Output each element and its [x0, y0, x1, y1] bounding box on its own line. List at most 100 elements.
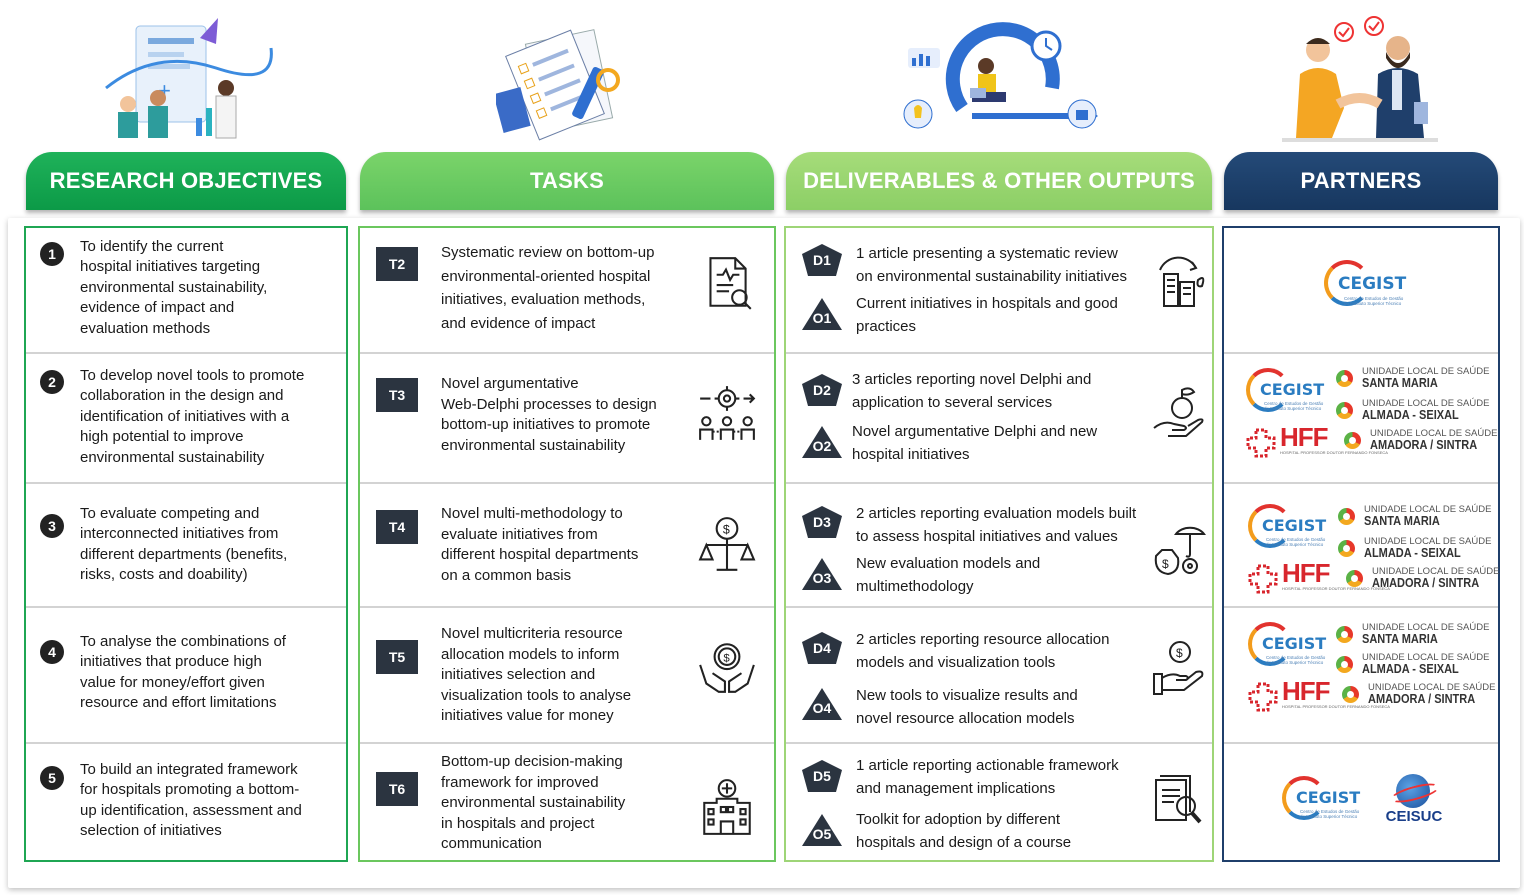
- report-magnifier-icon: [1155, 775, 1202, 824]
- tasks-header: TASKS: [360, 152, 774, 210]
- tasks-illustration: [493, 8, 632, 146]
- money-scale-icon: $: [698, 517, 756, 571]
- svg-text:$: $: [1162, 557, 1169, 571]
- deliverable-row-2: D2 3 articles reporting novel Delphi and…: [786, 352, 1212, 482]
- gear-people-icon: [699, 386, 756, 440]
- deliverable-text: 2 articles reporting resource allocation…: [856, 631, 1110, 671]
- hospital-icon: [703, 779, 751, 835]
- objective-number: 2: [40, 370, 64, 394]
- partners-illustration: [1282, 8, 1438, 146]
- deliverable-badge: D2: [800, 372, 844, 408]
- deliverables-header: DELIVERABLES & OTHER OUTPUTS: [786, 152, 1212, 210]
- deliverables-illustration: [902, 8, 1102, 146]
- svg-text:$: $: [723, 652, 730, 664]
- content-card: [8, 218, 1520, 888]
- deliverable-row-3: D3 2 articles reporting evaluation model…: [786, 482, 1212, 606]
- objective-number: 4: [40, 640, 64, 664]
- deliverable-text: 1 article presenting a systematic review…: [856, 245, 1127, 285]
- deliverable-text: 2 articles reporting evaluation models b…: [856, 505, 1137, 545]
- svg-text:$: $: [723, 523, 730, 537]
- hff-logo: HFF HOSPITAL PROFESSOR DOUTOR FERNANDO F…: [1246, 422, 1388, 460]
- coin-hand-icon: $: [1153, 641, 1204, 695]
- deliverable-badge: D5: [800, 758, 844, 794]
- task-code: T6: [376, 772, 418, 806]
- partners-header: PARTNERS: [1224, 152, 1498, 210]
- output-badge: O3: [800, 556, 844, 592]
- output-text: Current initiatives in hospitals and goo…: [856, 295, 1118, 335]
- deliverable-badge: D3: [800, 504, 844, 540]
- svg-text:$: $: [1176, 646, 1183, 660]
- research-illustration: +: [96, 8, 276, 146]
- deliverable-row-1: D1 1 article presenting a systematic rev…: [786, 228, 1212, 352]
- ceisuc-logo: CEISUC: [1384, 774, 1444, 834]
- green-building-icon: [1159, 256, 1205, 307]
- task-code: T3: [376, 378, 418, 412]
- plant-hand-icon: [1153, 387, 1204, 437]
- output-badge: O4: [800, 686, 844, 722]
- task-code: T5: [376, 640, 418, 674]
- document-search-icon: [709, 257, 752, 310]
- hff-logo: HFF HOSPITAL PROFESSOR DOUTOR FERNANDO F…: [1248, 558, 1390, 596]
- output-badge: O2: [800, 424, 844, 460]
- objective-number: 5: [40, 766, 64, 790]
- deliverable-badge: D1: [800, 242, 844, 278]
- output-badge: O1: [800, 296, 844, 332]
- deliverable-row-4: D4 2 articles reporting resource allocat…: [786, 606, 1212, 742]
- objective-number: 3: [40, 514, 64, 538]
- deliverables-column: D1 1 article presenting a systematic rev…: [784, 226, 1214, 862]
- deliverable-text: 1 article reporting actionable framework…: [856, 757, 1119, 797]
- hff-logo: HFF HOSPITAL PROFESSOR DOUTOR FERNANDO F…: [1248, 676, 1390, 714]
- research-objectives-header: RESEARCH OBJECTIVES: [26, 152, 346, 210]
- objective-number: 1: [40, 242, 64, 266]
- deliverable-row-5: D5 1 article reporting actionable framew…: [786, 742, 1212, 860]
- deliverable-badge: D4: [800, 630, 844, 666]
- risk-umbrella-icon: $: [1154, 526, 1206, 576]
- output-badge: O5: [800, 812, 844, 848]
